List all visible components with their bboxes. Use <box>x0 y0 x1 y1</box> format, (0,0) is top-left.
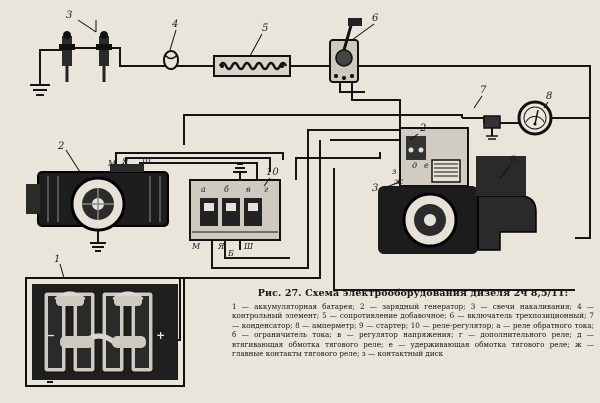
caption-legend: 1 — аккумуляторная батарея; 2 — зарядный… <box>232 302 594 359</box>
terminal-rel-g: г <box>264 185 269 194</box>
wire-to-capacitor <box>462 117 485 123</box>
ammeter <box>517 100 553 136</box>
three-position-switch <box>329 18 362 83</box>
callout-glow-plugs: 3 <box>66 10 73 21</box>
callout-starter-plug: 3 <box>372 183 379 194</box>
terminal-rel-b: б <box>224 185 229 194</box>
terminal-rel-v: в <box>246 185 251 194</box>
callout-relay-regulator: 10 <box>266 167 279 178</box>
callout-switch: 6 <box>372 13 379 24</box>
glow-plug <box>59 31 75 82</box>
terminal-rel-a: а <box>201 185 206 194</box>
wire-plugs-to-element <box>108 47 166 67</box>
terminal-gen-m: М <box>108 159 117 168</box>
starter <box>378 127 537 254</box>
ground-symbol-plugs <box>30 84 50 96</box>
battery-plus-sign: + <box>156 329 166 342</box>
wire-main-top-right <box>358 65 591 239</box>
terminal-st-d: д <box>412 161 418 170</box>
relay-regulator <box>189 179 281 241</box>
battery-minus-sign: − <box>46 329 56 342</box>
wire-relay-b <box>224 240 290 259</box>
terminal-rel-b2: Б <box>228 249 234 258</box>
callout-ammeter: 8 <box>546 91 553 102</box>
callout-starter: 9 <box>510 155 517 166</box>
callout-generator: 2 <box>58 141 65 152</box>
wire-switch-to-starter <box>351 82 401 140</box>
figure-caption: Рис. 27. Схема электрооборудования дизел… <box>232 288 594 358</box>
terminal-st-z: з <box>392 167 397 176</box>
charging-generator <box>26 164 169 232</box>
ground-symbol-generator <box>90 242 106 252</box>
caption-title: Рис. 27. Схема электрооборудования дизел… <box>257 288 569 299</box>
callout-leaders <box>59 19 549 279</box>
callout-battery: 1 <box>54 254 61 265</box>
callout-capacitor: 7 <box>480 85 487 96</box>
wire-starter-bottom <box>333 168 575 291</box>
capacitor <box>483 115 501 140</box>
glow-plug <box>96 31 112 82</box>
terminal-rel-ya: Я <box>218 242 225 251</box>
wire-gen-ya <box>125 157 271 172</box>
wire-relay-to-battery <box>211 129 400 269</box>
wire-gen-m <box>115 152 284 168</box>
additional-resistor <box>213 55 291 77</box>
wire-to-ammeter <box>500 118 521 124</box>
ground-symbol-relay <box>233 163 247 173</box>
wire-plug-ground <box>39 49 62 85</box>
terminal-gen-sh: Ш <box>142 157 152 166</box>
callout-control-element: 4 <box>172 19 179 30</box>
wire-gen-loop <box>183 114 463 145</box>
terminal-st-e: е <box>424 161 429 170</box>
battery <box>25 277 185 387</box>
terminal-rel-m: М <box>192 242 201 251</box>
wire-switch-down <box>339 82 365 93</box>
wire-relay-to-starter <box>295 152 381 180</box>
terminal-rel-sh: Ш <box>244 242 254 251</box>
callout-traction-relay: 2 <box>420 123 427 134</box>
callout-resistor: 5 <box>262 23 269 34</box>
terminal-st-zh: ж <box>394 177 404 186</box>
glow-plugs <box>59 31 112 82</box>
terminal-gen-ya: Я <box>122 157 129 166</box>
control-element <box>163 50 179 70</box>
